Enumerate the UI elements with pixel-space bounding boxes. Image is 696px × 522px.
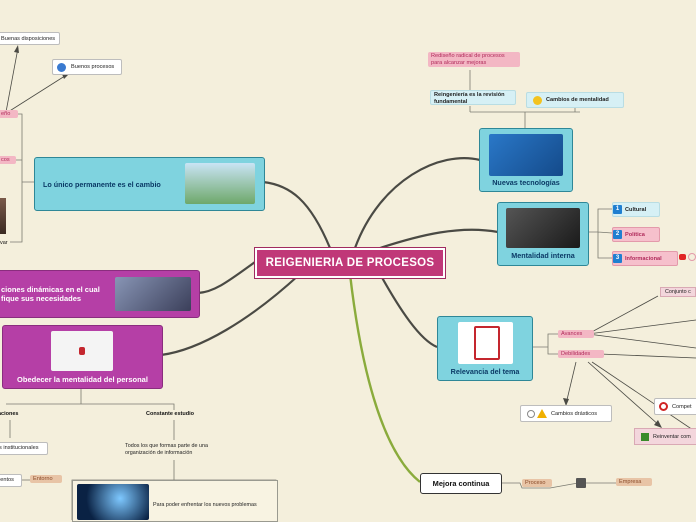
todos-line2: organización de información: [125, 450, 193, 457]
reinventar-node[interactable]: Reinventar com: [634, 428, 696, 445]
nuevas-tecnologias-label: Nuevas tecnologías: [492, 178, 560, 187]
politica-label: Política: [625, 231, 645, 238]
warning-icon: [537, 409, 547, 418]
landscape-image: [185, 163, 255, 204]
seno-label[interactable]: eño: [0, 110, 18, 118]
enfrentar-label: Para poder enfrentar los nuevos problema…: [153, 502, 257, 508]
compet-node[interactable]: Compet: [654, 398, 696, 415]
number-two-icon: 2: [613, 230, 622, 239]
dinamicas-line2: fique sus: [1, 294, 34, 304]
informacional-label: Informacional: [625, 255, 662, 262]
institucionales-node[interactable]: s institucionales: [0, 442, 48, 455]
cos-label[interactable]: cos: [0, 156, 16, 164]
node-dinamicas[interactable]: ciones dinámicas en el cual fique sus ne…: [0, 270, 200, 318]
debilidades-label[interactable]: Debilidades: [558, 350, 604, 358]
person-icon: [79, 347, 85, 355]
number-three-icon: 3: [613, 254, 622, 263]
node-mentalidad-interna[interactable]: Mentalidad interna: [497, 202, 589, 266]
iones-label[interactable]: aciones: [0, 411, 19, 417]
node-nuevas-tecnologias[interactable]: Nuevas tecnologías: [479, 128, 573, 192]
magnifier-icon: [527, 409, 535, 418]
node-relevancia-tema[interactable]: Relevancia del tema: [437, 316, 533, 381]
compet-label: Compet: [672, 403, 692, 410]
cambios-drasticos-node[interactable]: Cambios drásticos: [520, 405, 612, 422]
cambios-mentalidad-node[interactable]: Cambios de mentalidad: [526, 92, 624, 108]
entorno-label[interactable]: Entorno: [30, 475, 62, 483]
reinventar-label: Reinventar com: [653, 433, 691, 440]
node-cambio[interactable]: Lo único permanente es el cambio: [34, 157, 265, 211]
mentalidad-interna-label: Mentalidad interna: [511, 251, 575, 260]
ientos-node[interactable]: ientos: [0, 474, 22, 487]
cambios-mentalidad-label: Cambios de mentalidad: [546, 97, 609, 103]
buenas-disposiciones-node[interactable]: Buenas disposiciones: [0, 32, 60, 45]
proceso-label[interactable]: Proceso: [522, 479, 552, 487]
number-one-icon: 1: [613, 205, 622, 214]
dinamicas-line3: necesidades: [36, 294, 82, 304]
avances-label[interactable]: Avances: [558, 330, 594, 338]
relevancia-tema-label: Relevancia del tema: [450, 367, 520, 376]
node-obedecer[interactable]: Obedecer la mentalidad del personal: [2, 325, 163, 389]
people-network-image: [51, 331, 113, 371]
checkmark-icon: [474, 326, 500, 360]
rediseno-label[interactable]: Rediseño radical de procesos para alcanz…: [428, 52, 520, 68]
youtube-icon[interactable]: [679, 254, 686, 260]
computer-icon: [576, 478, 586, 488]
enfrentar-node[interactable]: Para poder enfrentar los nuevos problema…: [72, 480, 278, 522]
user-icon: [57, 62, 66, 72]
technology-image: [489, 134, 563, 176]
cambios-drasticos-label: Cambios drásticos: [551, 410, 598, 417]
obedecer-label: Obedecer la mentalidad del personal: [17, 375, 148, 384]
conjunto-node[interactable]: Conjunto c: [660, 287, 696, 297]
node-mejora-continua[interactable]: Mejora continua: [420, 473, 502, 494]
lightbulb-tech-image: [77, 484, 149, 520]
todos-line1: Todos los que formas parte de una: [125, 443, 209, 449]
todos-node[interactable]: Todos los que formas parte de una organi…: [122, 442, 224, 460]
var-label: var: [0, 240, 8, 246]
central-topic[interactable]: REIGENIERIA DE PROCESOS: [255, 248, 445, 278]
no-entry-icon: [659, 402, 668, 411]
cambio-label: Lo único permanente es el cambio: [43, 179, 161, 189]
empresa-label[interactable]: Empresa: [616, 478, 652, 486]
buenos-procesos-node[interactable]: Buenos procesos: [52, 59, 122, 75]
dinamicas-line1: ciones dinámicas en el cual: [1, 285, 100, 294]
robot-image: [115, 277, 191, 311]
dinamicas-text: ciones dinámicas en el cual fique sus ne…: [1, 285, 100, 304]
revision-label[interactable]: Reingeniería es la revisión fundamental: [430, 90, 516, 105]
thinking-man-image: [506, 208, 580, 248]
portrait-image: [0, 198, 6, 234]
buenos-procesos-label: Buenos procesos: [71, 64, 115, 70]
lightbulb-icon: [533, 95, 542, 105]
checklist-image: [458, 322, 513, 364]
flag-icon: [641, 432, 649, 441]
constante-estudio-label[interactable]: Constante estudio: [146, 411, 194, 417]
note-icon[interactable]: [688, 253, 696, 261]
cultural-label: Cultural: [625, 206, 647, 213]
